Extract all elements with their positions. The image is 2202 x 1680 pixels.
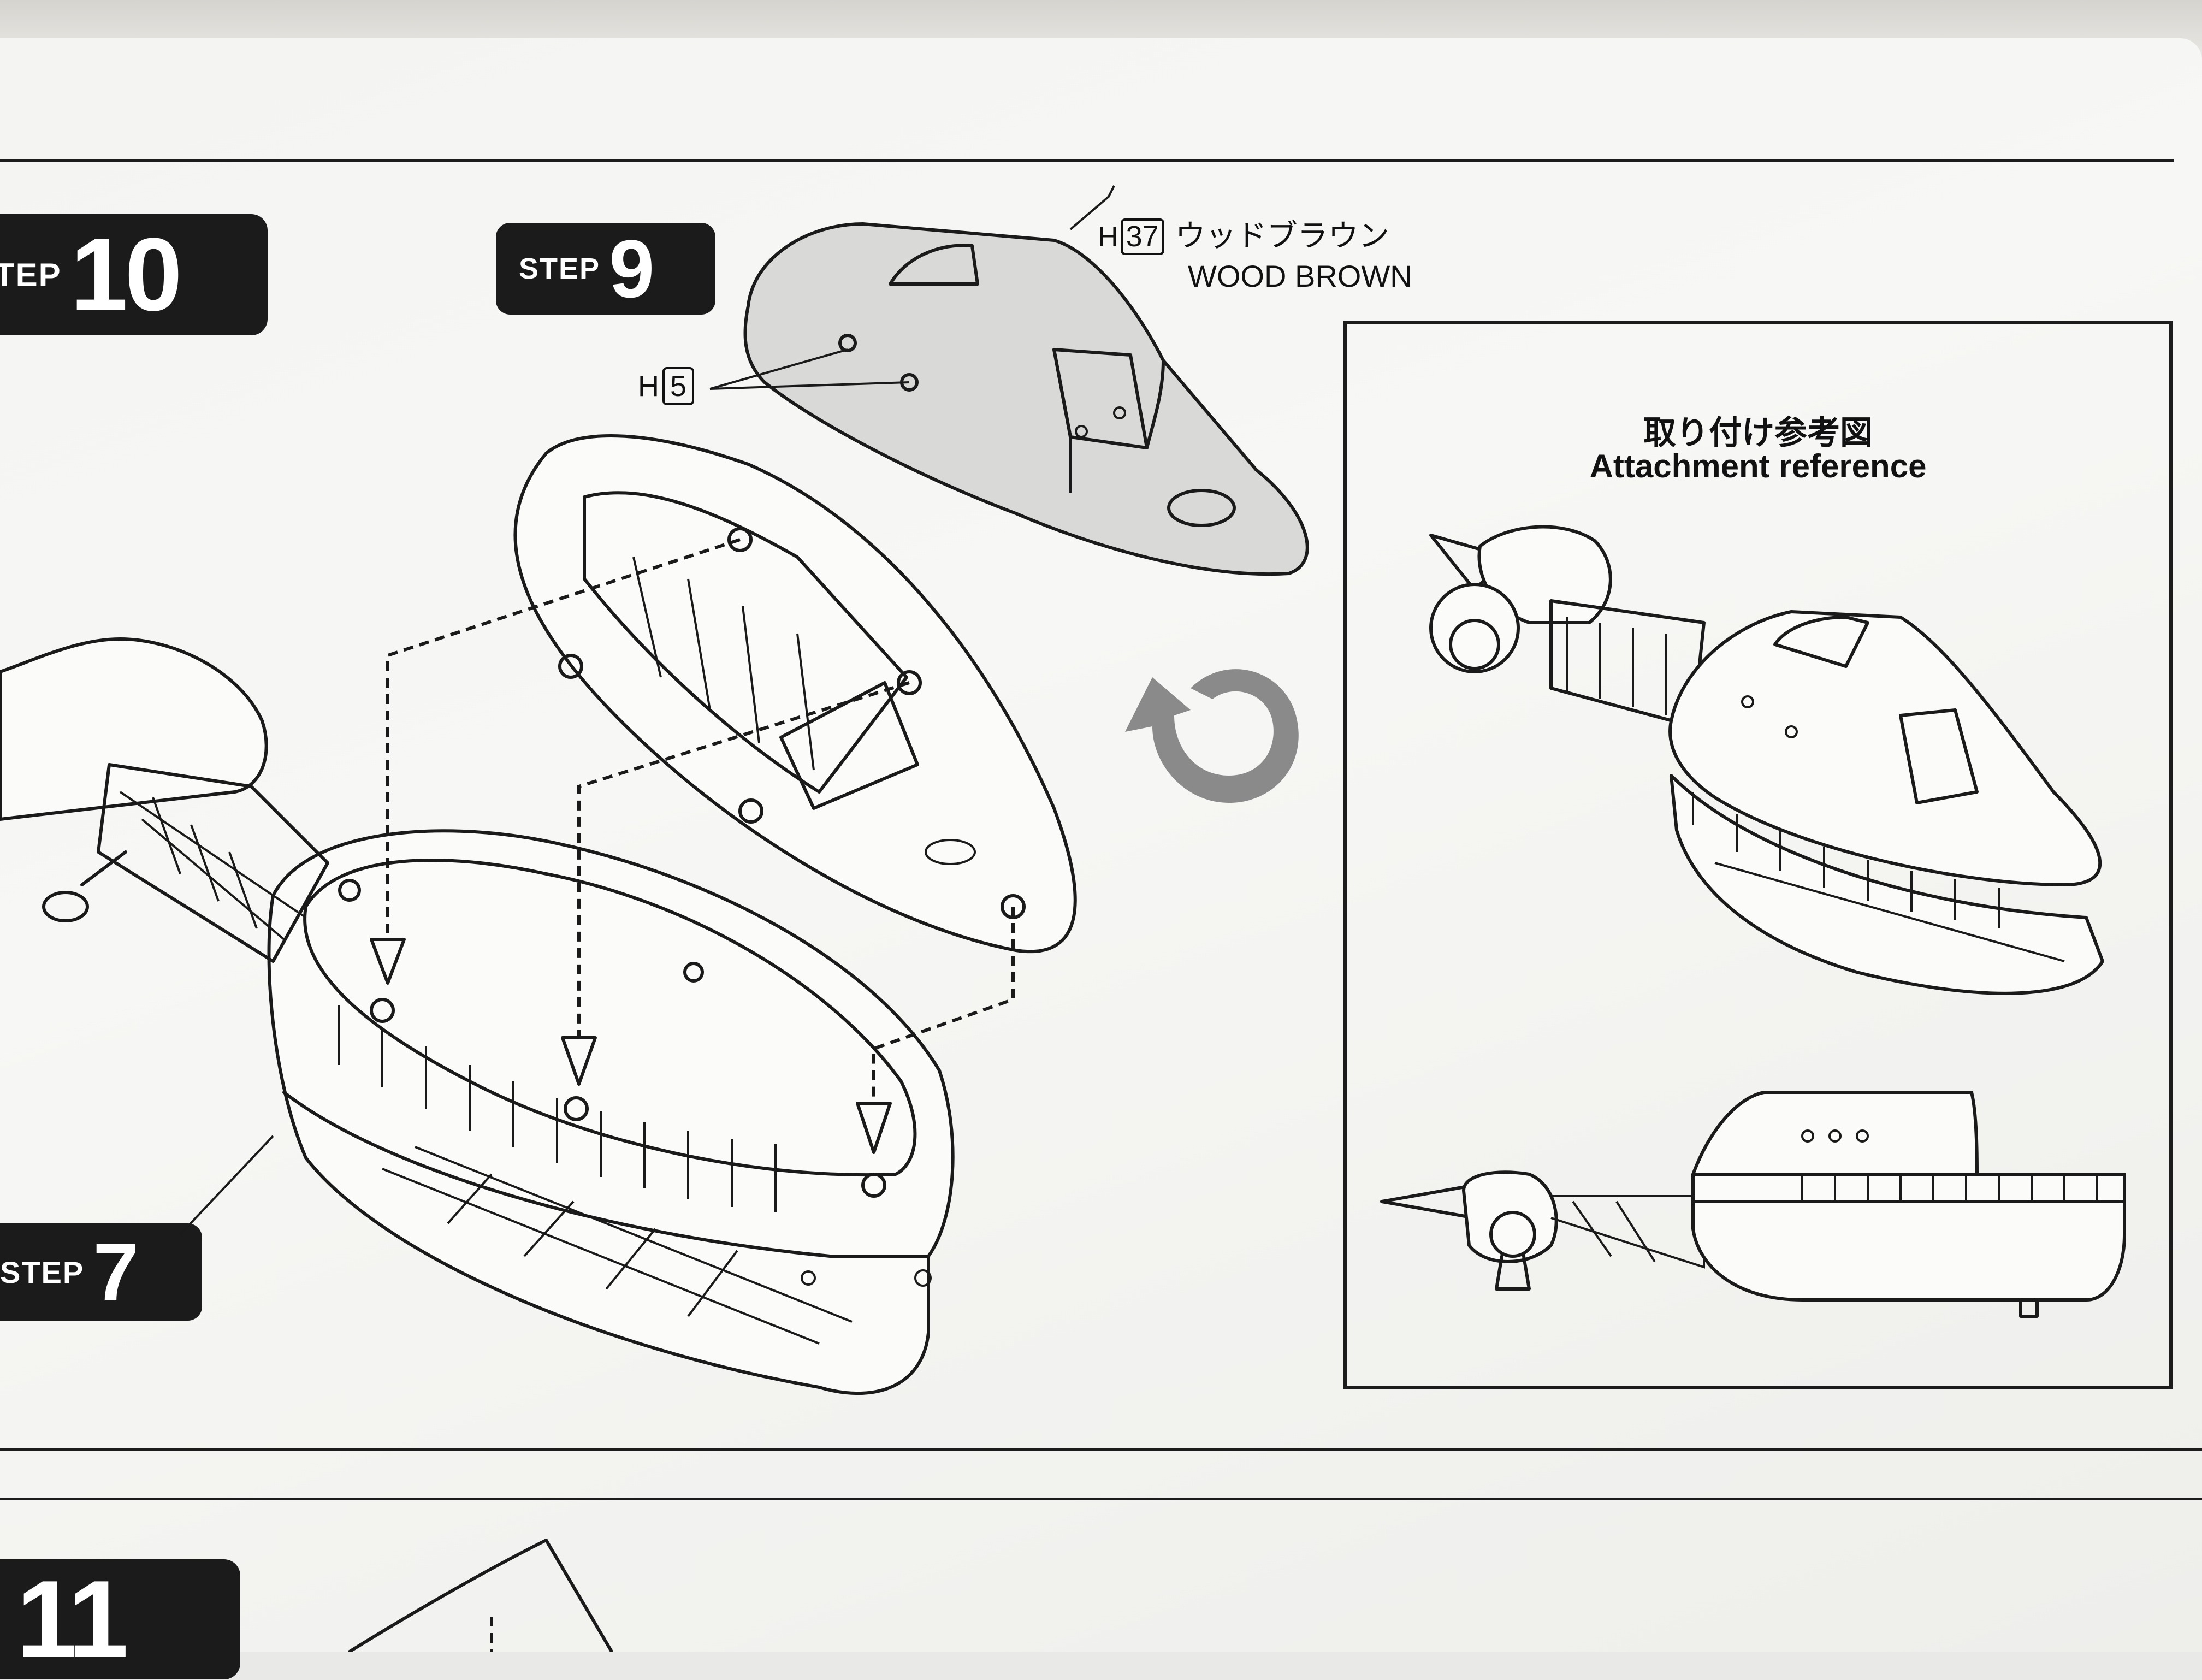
step-7-number: 7 bbox=[93, 1226, 138, 1318]
paint-letter: H bbox=[1098, 221, 1118, 253]
paint-name-jp: ウッドブラウン bbox=[1175, 218, 1389, 253]
lower-hull-assembly bbox=[179, 829, 955, 1395]
reference-isometric-view bbox=[1429, 525, 2104, 995]
reference-title-en: Attachment reference bbox=[1589, 448, 1927, 484]
part-number-box: 5 bbox=[662, 367, 695, 405]
paint-code-box: 37 bbox=[1120, 218, 1164, 256]
next-section-rule bbox=[0, 1498, 2202, 1500]
step-10-badge: TEP 10 bbox=[0, 214, 268, 335]
boom-structure bbox=[0, 637, 329, 963]
step-9-badge: STEP 9 bbox=[496, 223, 715, 315]
top-rule bbox=[0, 159, 2174, 162]
step-9-number: 9 bbox=[609, 223, 654, 315]
step-10-word: TEP bbox=[0, 256, 62, 293]
step-9-word: STEP bbox=[519, 252, 601, 285]
step-11-partial-art bbox=[348, 1539, 613, 1652]
step-7-badge: STEP 7 bbox=[0, 1223, 202, 1321]
attachment-reference-box: 取り付け参考図 Attachment reference bbox=[1343, 321, 2173, 1389]
reference-title-jp: 取り付け参考図 bbox=[1643, 415, 1873, 451]
cabin-deck-part bbox=[513, 434, 1077, 953]
cabin-upper-part bbox=[709, 185, 1309, 576]
section-divider-rule bbox=[0, 1448, 2202, 1451]
step-7-word: STEP bbox=[0, 1255, 85, 1289]
reference-side-view bbox=[1380, 1091, 2126, 1318]
assembly-guide-lines bbox=[370, 538, 1015, 1154]
paint-name-en: WOOD BROWN bbox=[1188, 259, 1412, 294]
step-10-number: 10 bbox=[70, 217, 182, 333]
part-letter: H bbox=[638, 370, 659, 403]
rotate-arrow-icon bbox=[1125, 669, 1299, 803]
